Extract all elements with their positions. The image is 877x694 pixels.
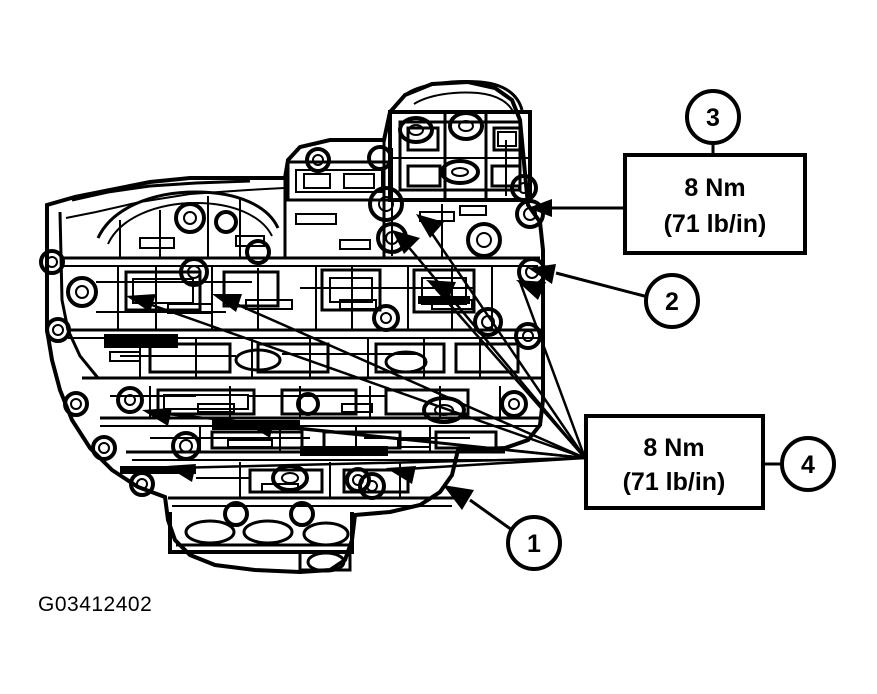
callout-1-badge [506,515,562,571]
valve-body-drawing [39,79,547,575]
callout-2-badge-label: 2 [665,288,679,316]
leader-fan-4 [418,215,587,459]
callout-3-torque-metric: 8 Nm [684,174,745,202]
callout-4[interactable]: 8 Nm (71 lb/in) 4 [584,414,836,510]
callout-1-leader [469,498,513,532]
callout-4-box [584,414,765,510]
leader-fan-3 [395,231,586,459]
leader-arrowheads [126,214,546,484]
leader-fan-10 [171,456,586,470]
callout-4-badge [780,436,836,492]
callout-3-box [623,153,807,255]
callout-4-torque-metric: 8 Nm [643,434,704,462]
callout-2[interactable]: 2 [528,264,700,329]
leader-fan-6 [518,281,587,459]
leader-fan-8 [249,422,586,460]
callout-2-arrowhead [528,264,556,284]
callout-4-torque-imperial: (71 lb/in) [623,468,726,496]
callout-3-torque-imperial: (71 lb/in) [664,210,767,238]
callout-3-badge-label: 3 [706,104,720,132]
leader-fan-2 [217,294,586,460]
leader-line-fan [131,215,587,472]
callout-3-badge [685,89,741,145]
callout-2-badge [644,273,700,329]
leader-fan-5 [429,281,586,459]
callout-4-badge-label: 4 [801,451,815,479]
callout-3[interactable]: 3 8 Nm (71 lb/in) [528,89,807,255]
callout-1-arrowhead [443,485,474,510]
callout-1[interactable]: 1 [443,485,562,571]
callout-1-badge-label: 1 [527,530,541,558]
callout-3-arrowhead [528,199,552,217]
figure-id-caption: G03412402 [38,593,152,616]
leader-fan-1 [131,296,586,460]
callout-2-leader [555,271,649,299]
